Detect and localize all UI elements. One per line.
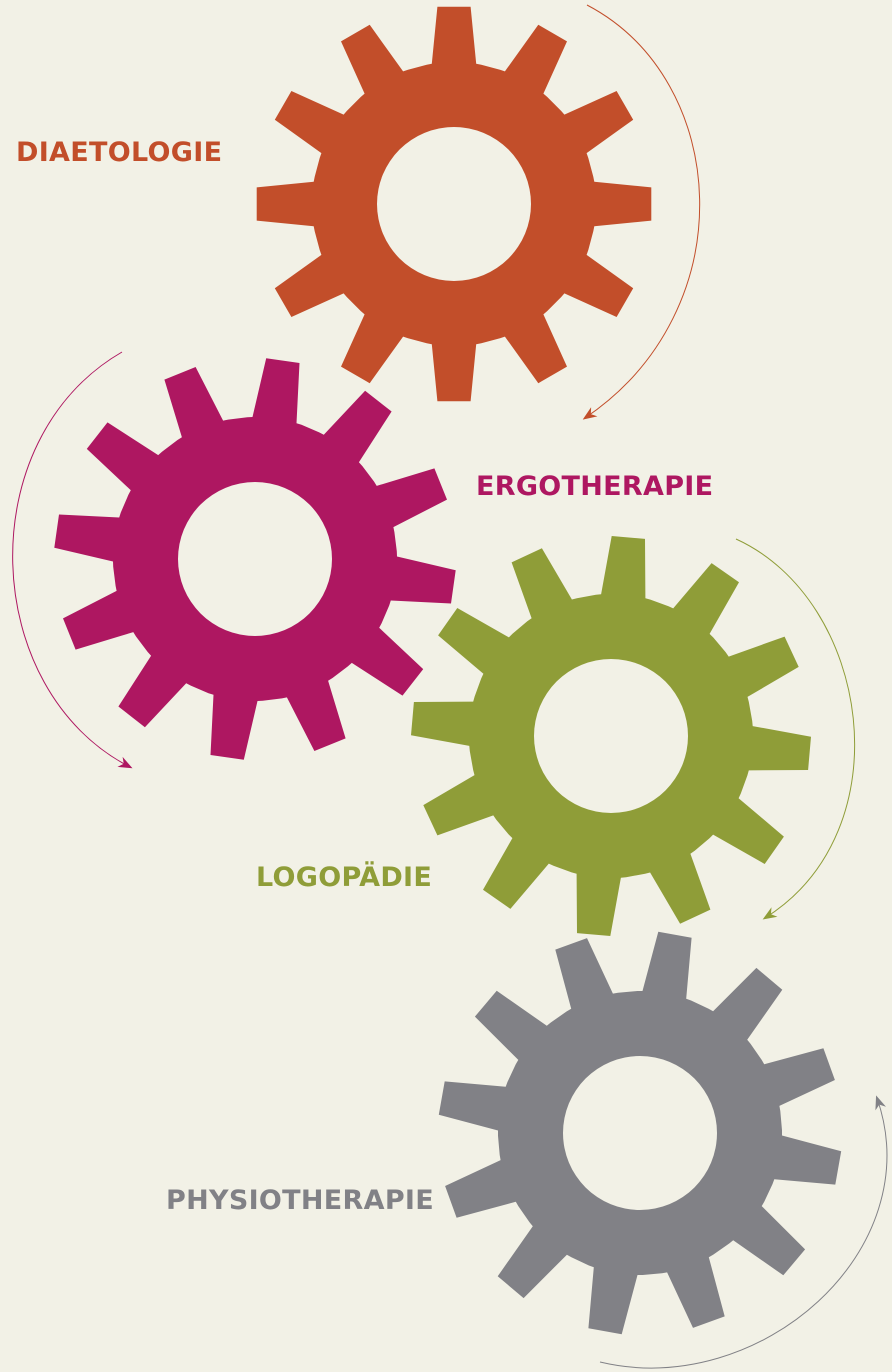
rotation-arrow-ergotherapie: [12, 351, 133, 769]
gear-physiotherapie: [438, 931, 842, 1335]
gear-diaetologie-shape: [256, 6, 652, 402]
label-ergotherapie: ERGOTHERAPIE: [476, 471, 714, 502]
label-diaetologie: DIAETOLOGIE: [16, 137, 223, 168]
gear-ergotherapie-shape: [54, 358, 456, 760]
gear-logopaedie-shape: [411, 536, 811, 936]
gear-diaetologie: [256, 6, 652, 402]
gear-physiotherapie-shape: [438, 931, 842, 1335]
gear-logopaedie: [411, 536, 811, 936]
rotation-arrow-diaetologie: [582, 4, 701, 420]
label-physiotherapie: PHYSIOTHERAPIE: [166, 1185, 435, 1216]
rotation-arrow-physiotherapie: [599, 1095, 888, 1369]
rotation-arrow-logopaedie: [735, 538, 856, 920]
label-logopaedie: LOGOPÄDIE: [256, 862, 433, 893]
gear-ergotherapie: [54, 358, 456, 760]
